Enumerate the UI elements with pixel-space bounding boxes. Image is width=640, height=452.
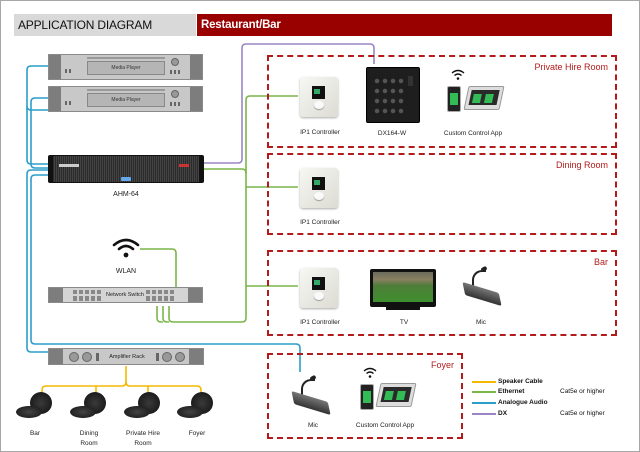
speaker-label-dining-line1: Dining [79,430,99,437]
custom-control-app-tablet-foyer [375,383,417,407]
application-header: Restaurant/Bar [197,14,612,36]
network-switch: Network Switch [48,287,203,303]
room-private-hire: Private Hire Room [267,55,617,148]
legend-note: Cat5e or higher [560,388,605,395]
ethernet-cable-private-hire [245,95,298,173]
media-player-2: Media Player [48,86,203,112]
ethernet-cable-switch-2 [162,306,169,323]
custom-control-app-phone-foyer [360,384,374,410]
legend-label: Speaker Cable [498,378,543,385]
custom-control-app-tablet [463,86,505,110]
tv-icon [370,269,436,310]
legend-swatch-ethernet [472,391,496,393]
speaker-label-bar: Bar [29,430,41,437]
speaker-cable-right [125,381,202,396]
custom-control-app-phone [447,86,461,112]
ethernet-cable-ahm [168,168,247,323]
analogue-cable-mp2 [30,97,48,169]
ip1-controller-private-hire [300,77,338,117]
device-label: Mic [475,319,487,326]
room-dining: Dining Room [267,153,617,235]
media-player-1-label: Media Player [87,61,165,75]
analogue-cable-mp1-ahm [26,106,48,165]
room-bar: Bar [267,250,617,336]
device-label: Custom Control App [355,422,415,429]
ethernet-cable-switch-3 [156,306,163,323]
legend-label: DX [498,410,508,417]
ahm-64-unit [48,155,204,183]
ahm-64-label: AHM-64 [113,191,139,198]
device-label: Mic [307,422,319,429]
amplifier-rack: Amplifier Rack [48,348,204,365]
device-label: IP1 Controller [300,129,340,136]
room-title-private-hire: Private Hire Room [534,62,608,72]
room-foyer: Foyer [267,353,463,439]
speaker-label-private-line1: Private Hire [126,430,160,437]
application-title: Restaurant/Bar [201,19,281,31]
device-label: IP1 Controller [300,319,340,326]
legend-label: Ethernet [498,388,525,395]
wlan-label: WLAN [115,268,137,275]
dx-cable [204,43,375,164]
device-label: TV [399,319,409,326]
room-title-foyer: Foyer [430,360,454,370]
ip1-controller-dining [300,168,338,208]
speaker-label-private-line2: Room [134,440,152,447]
wifi-icon [451,69,465,80]
analogue-cable-ahm-foyer-mic [30,174,301,372]
device-label: DX164-W [377,130,407,137]
speaker-label-dining-line2: Room [80,440,98,447]
analogue-cable-mp1 [26,65,48,111]
device-label: IP1 Controller [300,219,340,226]
mic-icon-foyer [291,374,332,418]
speaker-label-foyer: Foyer [188,430,206,437]
mic-icon-bar [462,265,503,309]
wlan-icon [112,238,140,258]
legend-swatch-analogue-audio [472,402,496,404]
ip1-controller-bar [300,268,338,308]
speaker-cable-left [41,381,127,396]
media-player-1: Media Player [48,54,203,80]
dx164-w-unit [366,67,420,123]
analogue-cable-ahm-amp [26,169,48,353]
section-header: APPLICATION DIAGRAM [14,14,196,36]
section-title: APPLICATION DIAGRAM [18,18,153,32]
wifi-icon [363,367,377,378]
room-title-dining: Dining Room [555,160,608,170]
amplifier-rack-label: Amplifier Rack [109,354,145,360]
media-player-2-label: Media Player [87,93,165,107]
legend-label: Analogue Audio [498,399,548,406]
legend-swatch-dx [472,413,496,415]
legend-note: Cat5e or higher [560,410,605,417]
room-title-bar: Bar [593,257,608,267]
legend-swatch-speaker-cable [472,381,496,383]
ethernet-cable-wlan [140,248,177,287]
network-switch-label: Network Switch [106,292,144,298]
device-label: Custom Control App [443,130,503,137]
